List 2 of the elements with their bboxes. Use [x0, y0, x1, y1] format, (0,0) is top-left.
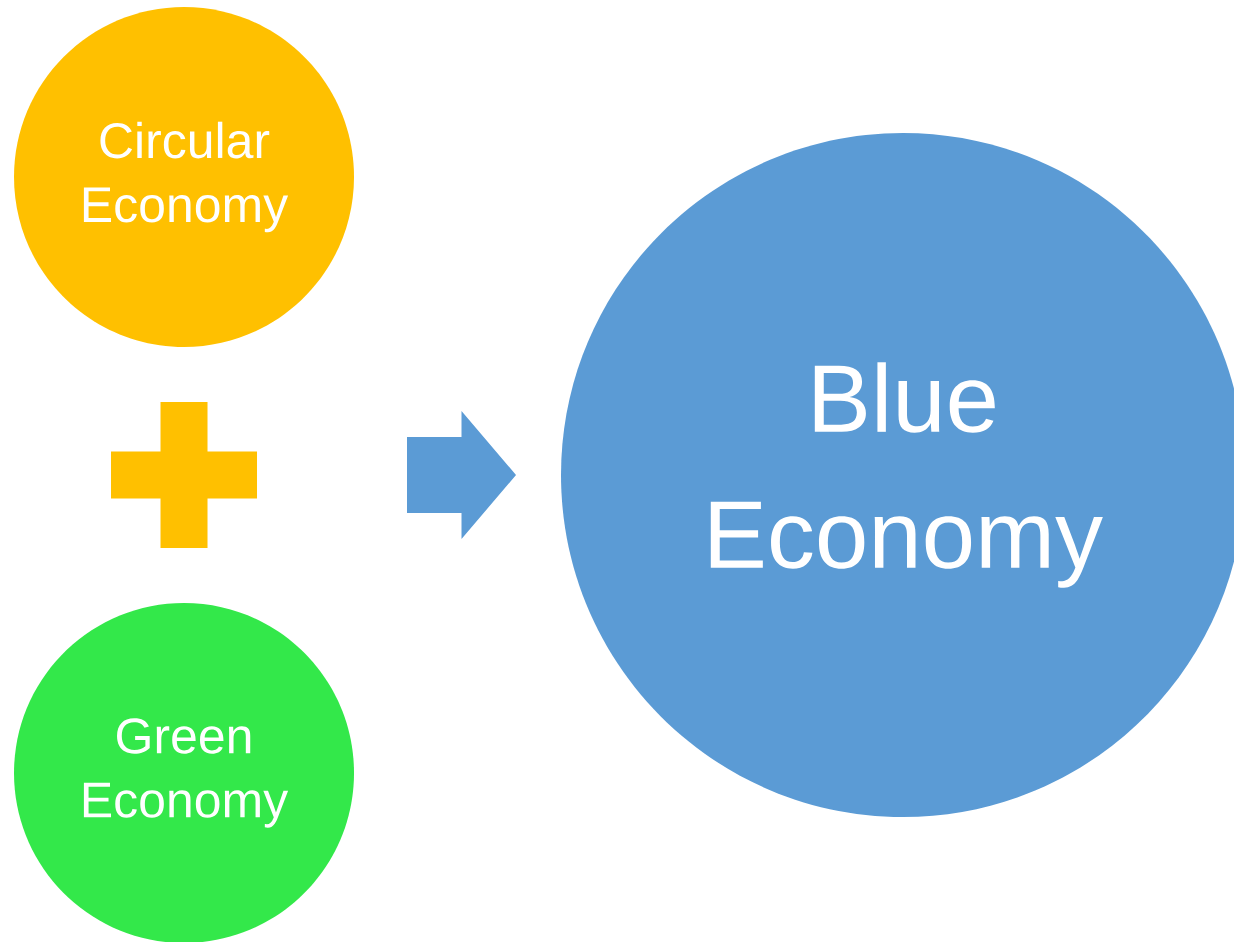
plus-sign [111, 402, 257, 548]
block-arrow [407, 411, 516, 539]
